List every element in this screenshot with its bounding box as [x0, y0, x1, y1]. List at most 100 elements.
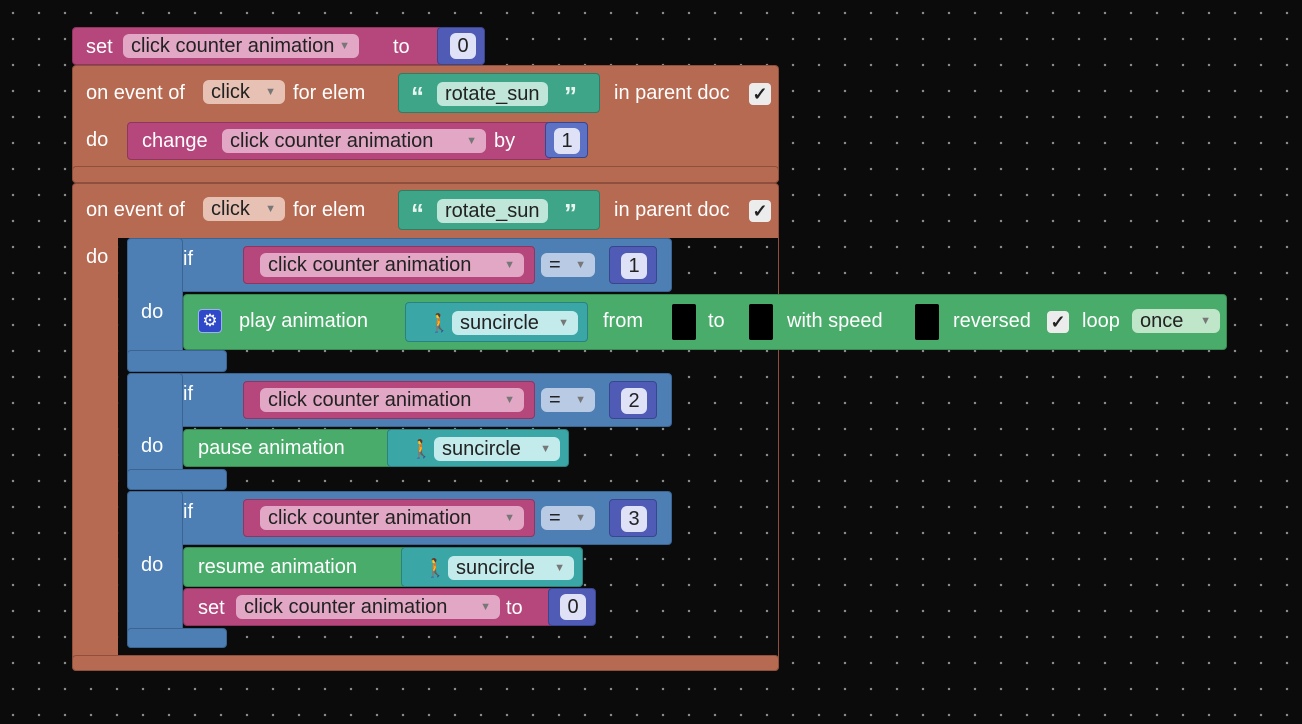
variable-get-block[interactable]: click counter animation ▼: [243, 499, 535, 537]
by-label: by: [494, 130, 516, 152]
on-event-of-label: on event of: [86, 199, 185, 221]
compare-operator-dropdown[interactable]: = ▼: [541, 506, 595, 530]
number-block[interactable]: 3: [609, 499, 657, 537]
number-value[interactable]: 3: [621, 506, 647, 532]
walking-person-icon: 🚶: [410, 439, 433, 459]
loop-label: loop: [1082, 310, 1120, 332]
with-speed-label: with speed: [787, 310, 883, 332]
do-label: do: [141, 301, 164, 323]
do-label: do: [141, 554, 164, 576]
walking-person-icon: 🚶: [428, 313, 451, 333]
pause-animation-block[interactable]: pause animation: [183, 429, 393, 467]
number-block[interactable]: 1: [609, 246, 657, 284]
for-elem-label: for elem: [293, 199, 366, 221]
to-label: to: [708, 310, 725, 332]
event-type-value: click: [211, 81, 250, 103]
animation-dropdown[interactable]: suncircle ▼: [434, 437, 560, 461]
number-block[interactable]: 0: [437, 27, 485, 65]
compare-operator-dropdown[interactable]: = ▼: [541, 253, 595, 277]
if-label: if: [183, 383, 193, 405]
variable-dropdown-value: click counter animation: [268, 254, 472, 276]
open-quote-icon: “: [411, 198, 424, 228]
animation-selector-block[interactable]: 🚶 suncircle ▼: [405, 302, 588, 342]
number-value[interactable]: 0: [450, 33, 476, 59]
variable-dropdown-value: click counter animation: [268, 507, 472, 529]
chevron-down-icon: ▼: [339, 40, 350, 52]
set-variable-block[interactable]: set click counter animation ▼ to: [72, 27, 444, 65]
event-type-dropdown[interactable]: click ▼: [203, 80, 285, 104]
change-variable-block[interactable]: change click counter animation ▼ by: [127, 122, 552, 160]
chevron-down-icon: ▼: [575, 394, 586, 406]
compare-operator-value: =: [549, 389, 561, 411]
chevron-down-icon: ▼: [554, 562, 565, 574]
compare-operator-value: =: [549, 507, 561, 529]
variable-dropdown[interactable]: click counter animation ▼: [260, 253, 524, 277]
variable-dropdown[interactable]: click counter animation ▼: [123, 34, 359, 58]
loop-dropdown[interactable]: once ▼: [1132, 309, 1220, 333]
in-parent-doc-checkbox[interactable]: ✓: [749, 83, 771, 105]
set-label: set: [86, 36, 113, 58]
if-block-spine: [127, 491, 183, 648]
chevron-down-icon: ▼: [504, 512, 515, 524]
number-value[interactable]: 1: [554, 128, 580, 154]
variable-dropdown[interactable]: click counter animation ▼: [260, 506, 524, 530]
walking-person-icon: 🚶: [424, 558, 447, 578]
do-label: do: [141, 435, 164, 457]
pause-animation-label: pause animation: [198, 437, 345, 459]
animation-dropdown[interactable]: suncircle ▼: [452, 311, 578, 335]
number-value[interactable]: 2: [621, 388, 647, 414]
variable-dropdown-value: click counter animation: [131, 35, 335, 57]
resume-animation-label: resume animation: [198, 556, 357, 578]
chevron-down-icon: ▼: [558, 317, 569, 329]
chevron-down-icon: ▼: [265, 203, 276, 215]
animation-dropdown-value: suncircle: [456, 557, 535, 579]
variable-get-block[interactable]: click counter animation ▼: [243, 381, 535, 419]
number-block[interactable]: 0: [548, 588, 596, 626]
close-quote-icon: ”: [564, 198, 577, 228]
chevron-down-icon: ▼: [504, 394, 515, 406]
speed-input-socket[interactable]: [915, 304, 939, 340]
number-block[interactable]: 2: [609, 381, 657, 419]
chevron-down-icon: ▼: [575, 512, 586, 524]
reversed-checkbox[interactable]: ✓: [1047, 311, 1069, 333]
in-parent-doc-label: in parent doc: [614, 82, 730, 104]
event-block-bottom-bar: [72, 166, 779, 183]
chevron-down-icon: ▼: [265, 86, 276, 98]
variable-dropdown[interactable]: click counter animation ▼: [236, 595, 500, 619]
change-label: change: [142, 130, 208, 152]
loop-dropdown-value: once: [1140, 310, 1184, 332]
number-value[interactable]: 0: [560, 594, 586, 620]
reversed-label: reversed: [953, 310, 1031, 332]
gear-icon[interactable]: ⚙: [198, 309, 222, 333]
to-input-socket[interactable]: [749, 304, 773, 340]
animation-dropdown-value: suncircle: [460, 312, 539, 334]
animation-dropdown-value: suncircle: [442, 438, 521, 460]
if-block-bottom: [127, 628, 227, 648]
chevron-down-icon: ▼: [1200, 315, 1211, 327]
from-input-socket[interactable]: [672, 304, 696, 340]
animation-dropdown[interactable]: suncircle ▼: [448, 556, 574, 580]
set-variable-block[interactable]: set click counter animation ▼ to: [183, 588, 555, 626]
text-block[interactable]: “ rotate_sun ”: [398, 190, 600, 230]
in-parent-doc-checkbox[interactable]: ✓: [749, 200, 771, 222]
animation-selector-block[interactable]: 🚶 suncircle ▼: [401, 547, 583, 587]
number-block[interactable]: 1: [545, 122, 588, 158]
event-type-dropdown[interactable]: click ▼: [203, 197, 285, 221]
from-label: from: [603, 310, 643, 332]
to-label: to: [506, 597, 523, 619]
chevron-down-icon: ▼: [575, 259, 586, 271]
for-elem-label: for elem: [293, 82, 366, 104]
in-parent-doc-label: in parent doc: [614, 199, 730, 221]
number-value[interactable]: 1: [621, 253, 647, 279]
variable-dropdown[interactable]: click counter animation ▼: [260, 388, 524, 412]
text-block[interactable]: “ rotate_sun ”: [398, 73, 600, 113]
variable-dropdown[interactable]: click counter animation ▼: [222, 129, 486, 153]
animation-selector-block[interactable]: 🚶 suncircle ▼: [387, 429, 569, 467]
element-text-field[interactable]: rotate_sun: [437, 199, 548, 223]
variable-get-block[interactable]: click counter animation ▼: [243, 246, 535, 284]
play-animation-block[interactable]: ⚙ play animation from to with speed reve…: [183, 294, 1227, 350]
compare-operator-dropdown[interactable]: = ▼: [541, 388, 595, 412]
if-block-bottom: [127, 350, 227, 372]
set-label: set: [198, 597, 225, 619]
element-text-field[interactable]: rotate_sun: [437, 82, 548, 106]
